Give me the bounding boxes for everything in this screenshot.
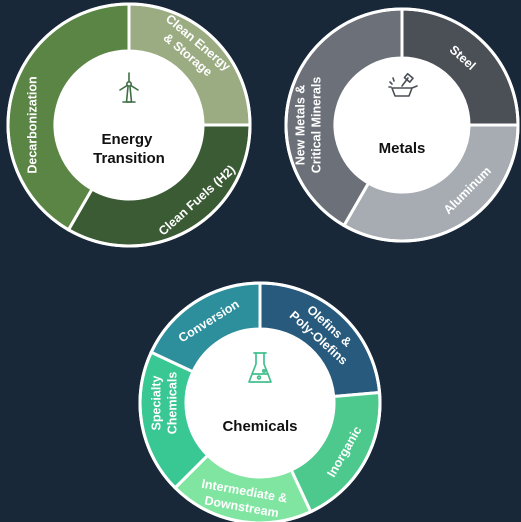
metals-title: Metals <box>379 140 426 157</box>
metals-segment-label-2-line-0: New Metals & <box>294 85 308 166</box>
metals-ring-border <box>284 7 520 243</box>
chemicals-title: Chemicals <box>222 418 297 435</box>
wind-turbine-icon <box>119 72 139 103</box>
chemicals-segment-label-3-line-1: Chemicals <box>166 372 180 435</box>
chemicals-segment-label-3-line-0: Specialty <box>150 376 164 431</box>
chemicals-center-disc <box>186 329 334 477</box>
metals-segment-label-2: New Metals &Critical Minerals <box>294 77 324 174</box>
metals-segment-label-2-line-1: Critical Minerals <box>310 77 324 174</box>
energy-center-disc <box>55 51 203 199</box>
metal-pour-icon <box>388 72 418 97</box>
wheel-chemicals: Olefins &Poly-OlefinsInorganicIntermedia… <box>138 281 382 522</box>
energy-title: Energy Transition <box>93 131 165 167</box>
chemicals-ring: Olefins &Poly-OlefinsInorganicIntermedia… <box>138 281 382 522</box>
flask-icon <box>248 352 272 383</box>
energy-segment-label-2: Decarbonization <box>26 76 40 173</box>
chemicals-ring-border <box>138 281 382 522</box>
energy-ring-border <box>6 2 252 248</box>
energy-segment-label-2-line-0: Decarbonization <box>26 76 40 173</box>
metals-center-disc <box>335 58 469 192</box>
